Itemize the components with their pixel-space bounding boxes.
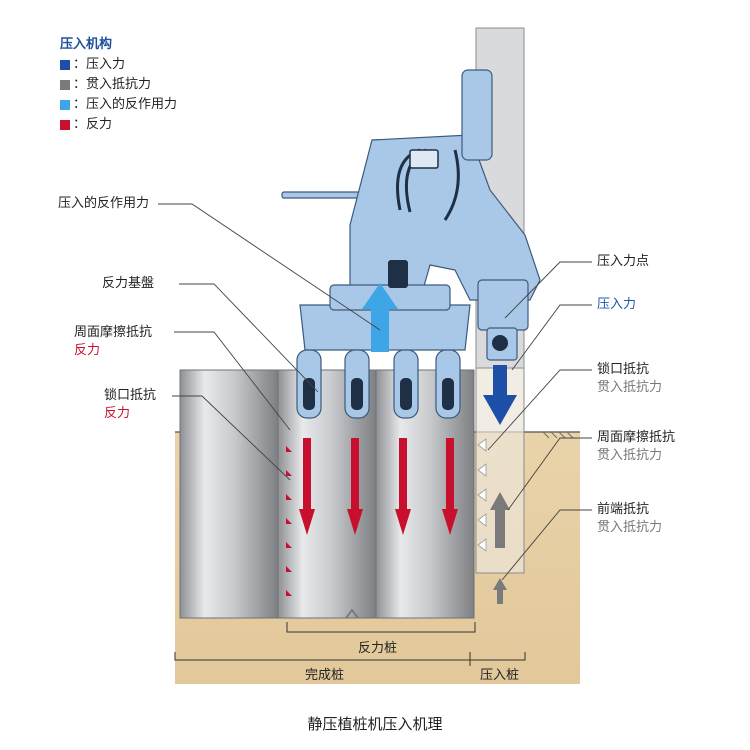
- label-interlock-right-sub: 贯入抵抗力: [597, 380, 663, 395]
- label-interlock-left-sub: 反力: [104, 406, 131, 421]
- tip-resistance-arrow: [493, 578, 507, 604]
- skin-friction-resistance-arrow: [490, 492, 510, 548]
- legend-item-reaction-of-press: ：压入的反作用力: [60, 95, 177, 115]
- label-reaction-base: 反力基盤: [102, 276, 155, 291]
- label-tip-resistance: 前端抵抗: [597, 502, 650, 517]
- legend: 压入机构 ：压入力 ：贯入抵抗力 ：压入的反作用力 ：反力: [60, 35, 177, 135]
- press-force-arrow: [483, 365, 517, 425]
- label-skin-friction-right-sub: 贯入抵抗力: [597, 448, 663, 463]
- label-reaction-piles: 反力桩: [358, 641, 398, 656]
- label-interlock-left: 锁口抵抗: [104, 388, 157, 403]
- label-skin-friction-left: 周面摩擦抵抗: [74, 325, 153, 340]
- label-reaction-of-press: 压入的反作用力: [58, 196, 150, 211]
- label-completed-piles: 完成桩: [305, 668, 345, 683]
- reaction-of-press-arrow: [362, 283, 398, 352]
- leader-lines: [158, 203, 592, 581]
- legend-item-press-force: ：压入力: [60, 55, 177, 75]
- reaction-arrow-1: [299, 438, 315, 535]
- label-interlock-right: 锁口抵抗: [597, 362, 650, 377]
- legend-item-penetration-resistance: ：贯入抵抗力: [60, 75, 177, 95]
- legend-item-reaction: ：反力: [60, 115, 177, 135]
- legend-label: ：反力: [73, 117, 113, 132]
- label-press-point: 压入力点: [597, 254, 650, 269]
- interlock-marks: [286, 446, 292, 596]
- reaction-arrow-3: [395, 438, 411, 535]
- machine-details: [303, 148, 460, 410]
- legend-title: 压入机构: [60, 37, 113, 52]
- legend-label: ：贯入抵抗力: [73, 77, 152, 92]
- legend-swatch: [60, 80, 70, 90]
- reaction-arrow-2: [347, 438, 363, 535]
- legend-swatch: [60, 120, 70, 130]
- legend-label: ：压入力: [73, 57, 126, 72]
- reaction-piles: [179, 369, 475, 619]
- legend-swatch: [60, 60, 70, 70]
- label-skin-friction-left-sub: 反力: [74, 343, 101, 358]
- pressed-pile-interlock-marks: [477, 438, 487, 552]
- legend-swatch: [60, 100, 70, 110]
- reaction-arrow-4: [442, 438, 458, 535]
- legend-label: ：压入的反作用力: [73, 97, 178, 112]
- force-arrows: [299, 283, 517, 604]
- label-tip-resistance-sub: 贯入抵抗力: [597, 520, 663, 535]
- figure-caption: 静压植桩机压入机理: [307, 715, 443, 733]
- bottom-brackets: [174, 622, 526, 666]
- label-pressed-pile: 压入桩: [480, 668, 520, 683]
- ground-hatch: [542, 431, 574, 439]
- label-skin-friction-right: 周面摩擦抵抗: [597, 430, 676, 445]
- label-press-force: 压入力: [597, 297, 637, 312]
